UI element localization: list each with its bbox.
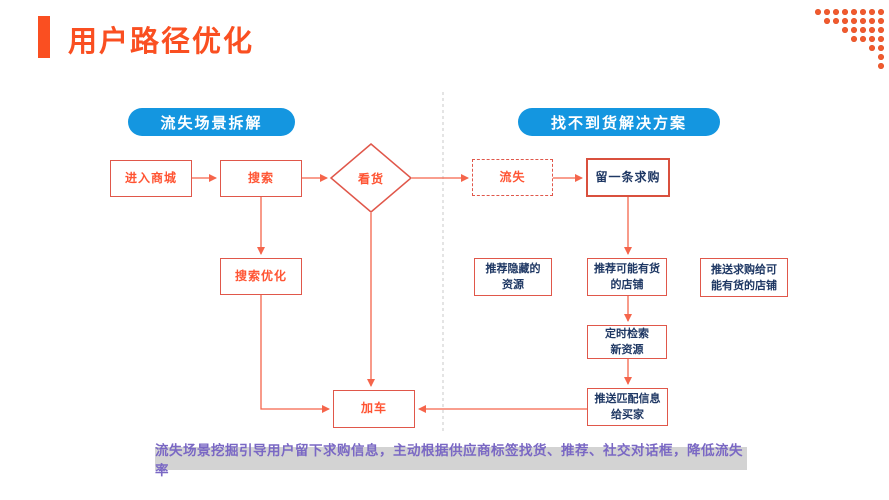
- title-accent-bar: [38, 16, 50, 58]
- dot: [842, 63, 848, 69]
- node-recommend-hidden-resources: 推荐隐藏的 资源: [474, 258, 552, 296]
- dot: [878, 9, 884, 15]
- dot: [878, 18, 884, 24]
- dot: [860, 54, 866, 60]
- dot: [842, 36, 848, 42]
- node-push-request-to-stores: 推送求购给可 能有货的店铺: [700, 258, 788, 297]
- section-header-churn-breakdown: 流失场景拆解: [128, 108, 295, 136]
- node-enter-mall: 进入商城: [110, 160, 192, 197]
- dot: [824, 27, 830, 33]
- dot: [833, 54, 839, 60]
- node-leave-purchase-request: 留一条求购: [586, 158, 670, 197]
- node-push-match-to-buyer: 推送匹配信息 给买家: [587, 388, 668, 426]
- dot: [869, 36, 875, 42]
- node-search-optimization: 搜索优化: [220, 258, 302, 295]
- dot: [824, 54, 830, 60]
- dot: [833, 45, 839, 51]
- node-view-goods: 看货: [357, 171, 384, 186]
- corner-dots-decoration: [814, 8, 886, 71]
- section-header-solution: 找不到货解决方案: [518, 108, 720, 136]
- dot: [860, 27, 866, 33]
- dot: [878, 27, 884, 33]
- dot: [824, 18, 830, 24]
- dot: [833, 63, 839, 69]
- node-add-to-cart: 加车: [333, 390, 415, 428]
- dot: [815, 63, 821, 69]
- footer-summary: 流失场景挖掘引导用户留下求购信息，主动根据供应商标签找货、推荐、社交对话框，降低…: [155, 443, 747, 479]
- dot: [869, 18, 875, 24]
- dot: [851, 63, 857, 69]
- dot: [815, 9, 821, 15]
- dot: [851, 36, 857, 42]
- dot: [860, 45, 866, 51]
- dot: [833, 36, 839, 42]
- dot: [824, 9, 830, 15]
- dot: [824, 36, 830, 42]
- dot: [824, 63, 830, 69]
- dot: [851, 27, 857, 33]
- dot: [869, 54, 875, 60]
- dot: [869, 45, 875, 51]
- node-timed-search-new-resources: 定时检索 新资源: [587, 325, 667, 359]
- dot: [878, 63, 884, 69]
- dot: [869, 9, 875, 15]
- dot: [842, 54, 848, 60]
- dot: [860, 36, 866, 42]
- dot: [815, 18, 821, 24]
- dot: [869, 63, 875, 69]
- dot: [851, 45, 857, 51]
- dot: [815, 45, 821, 51]
- dot: [860, 18, 866, 24]
- page-title: 用户路径优化: [68, 24, 255, 58]
- dot: [815, 27, 821, 33]
- dot: [842, 9, 848, 15]
- dot: [824, 45, 830, 51]
- node-churn: 流失: [472, 159, 553, 196]
- dot: [815, 54, 821, 60]
- dot: [815, 36, 821, 42]
- dot: [842, 27, 848, 33]
- dot: [833, 18, 839, 24]
- dot: [878, 45, 884, 51]
- dot: [833, 9, 839, 15]
- dot: [851, 9, 857, 15]
- dot: [860, 9, 866, 15]
- dot: [842, 45, 848, 51]
- dot: [833, 27, 839, 33]
- dot: [878, 36, 884, 42]
- dot: [878, 54, 884, 60]
- node-search: 搜索: [220, 160, 302, 197]
- node-recommend-stores: 推荐可能有货 的店铺: [587, 258, 667, 296]
- dot: [851, 18, 857, 24]
- dot: [869, 27, 875, 33]
- dot: [842, 18, 848, 24]
- dot: [860, 63, 866, 69]
- dot: [851, 54, 857, 60]
